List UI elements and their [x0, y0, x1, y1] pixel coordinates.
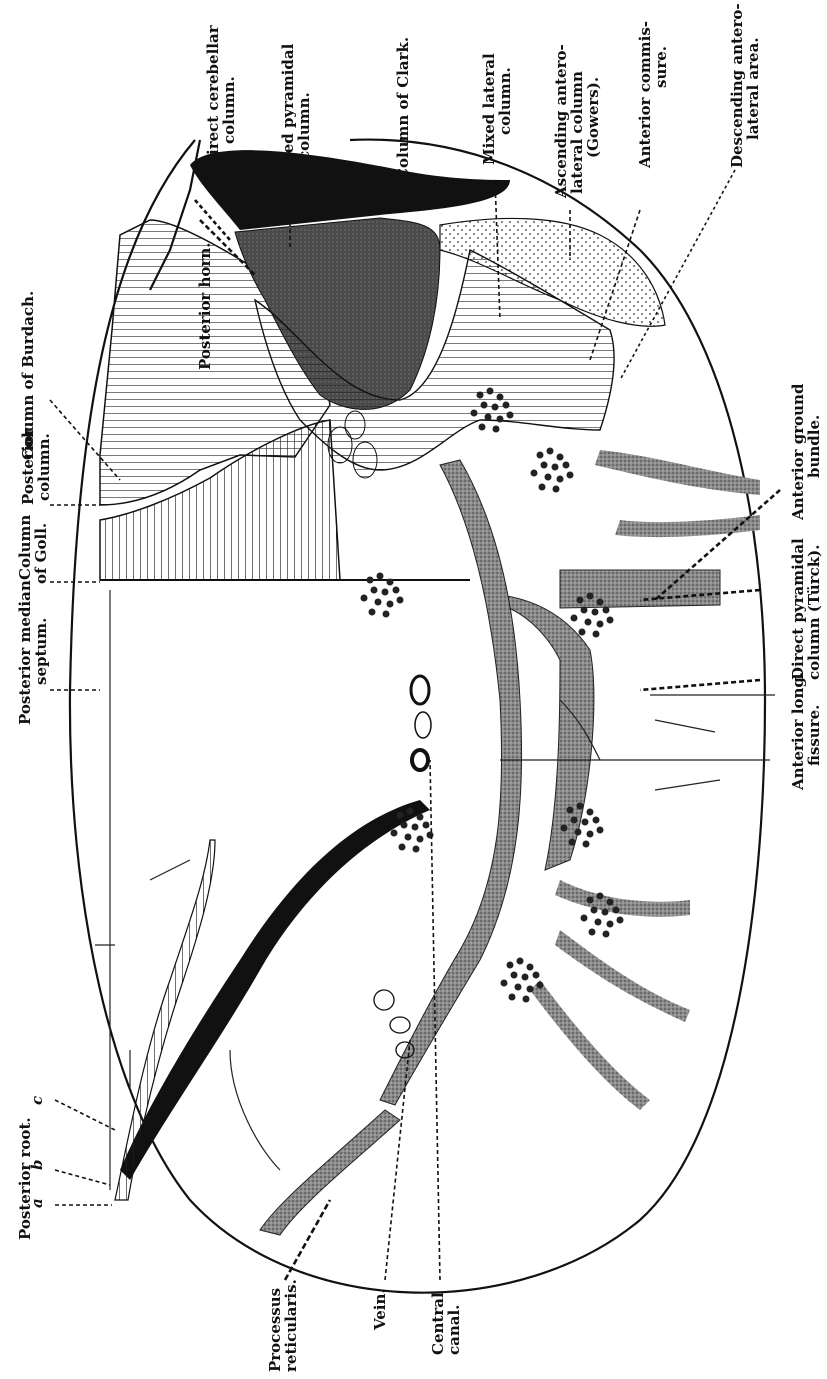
label-vein: Vein.: [371, 1288, 389, 1331]
label-posterior-median-septum: Posterior median septum.: [16, 580, 50, 725]
label-letter-b: b: [28, 1160, 46, 1171]
label-anterior-ground-bundle: Anterior ground bundle.: [789, 383, 823, 521]
label-line: column.: [35, 433, 53, 501]
label-line: Vein.: [371, 1288, 389, 1331]
label-central-canal: Central canal.: [429, 1292, 463, 1355]
label-line: Posterior root.: [16, 1117, 34, 1240]
label-column-goll: Column of Goll.: [16, 515, 50, 584]
label-letter-a: a: [28, 1198, 46, 1208]
label-line: septum.: [32, 618, 50, 685]
label-processus-reticularis: Processus reticularis.: [266, 1279, 300, 1372]
label-posterior-root: Posterior root.: [16, 1117, 34, 1240]
label-letter-c: c: [28, 1096, 46, 1105]
label-line: fissure.: [805, 705, 823, 766]
label-line: reticularis.: [282, 1279, 300, 1372]
label-posterior-column: Posterior column.: [19, 427, 53, 505]
label-anterior-long-fissure: Anterior long. fissure.: [789, 672, 823, 791]
label-line: canal.: [445, 1305, 463, 1355]
label-direct-pyramidal: Direct pyramidal column (Türck).: [789, 538, 823, 680]
label-line: of Goll.: [32, 523, 50, 584]
label-line: column (Türck).: [805, 545, 823, 681]
label-line: bundle.: [805, 415, 823, 478]
